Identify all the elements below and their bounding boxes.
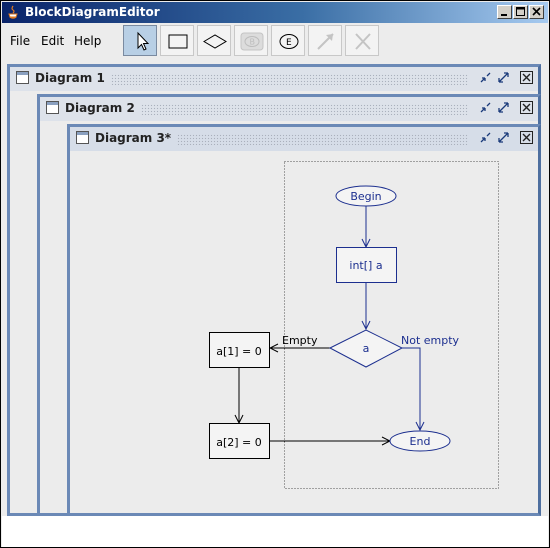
- diamond-tool-button[interactable]: [197, 25, 231, 56]
- empty-branch-label: Empty: [282, 334, 318, 347]
- frame-icon: [76, 131, 89, 144]
- diagram-3-frame[interactable]: Diagram 3*: [67, 124, 541, 516]
- start-block-icon: B: [240, 32, 264, 51]
- condition-node[interactable]: a: [328, 329, 404, 368]
- desktop-pane: Diagram 1 Diagram 2 Diagram 3*: [4, 63, 545, 516]
- maximize-icon[interactable]: [497, 131, 510, 144]
- connector-not-empty[interactable]: [400, 347, 420, 430]
- status-area: [2, 516, 548, 547]
- diagram-2-titlebar[interactable]: Diagram 2: [40, 97, 538, 121]
- start-block-tool-button[interactable]: B: [234, 25, 268, 56]
- assign2-label: a[2] = 0: [216, 436, 262, 449]
- arrow-cursor-icon: [137, 31, 150, 51]
- select-tool-button[interactable]: [123, 25, 157, 56]
- iconify-icon[interactable]: [479, 101, 492, 114]
- assign2-node[interactable]: a[2] = 0: [209, 423, 270, 459]
- close-icon[interactable]: [520, 131, 533, 144]
- end-node[interactable]: End: [389, 430, 451, 452]
- end-label: End: [410, 435, 431, 448]
- delete-x-icon: [355, 33, 371, 50]
- close-icon[interactable]: [520, 101, 533, 114]
- maximize-button[interactable]: [513, 5, 528, 19]
- declaration-label: int[] a: [349, 259, 382, 272]
- diamond-icon: [203, 34, 227, 49]
- connector-arrow-icon: [317, 33, 334, 50]
- close-button[interactable]: [529, 5, 544, 19]
- flowchart: Begin int[] a a Empty Not empty: [209, 161, 499, 489]
- diagram-1-title: Diagram 1: [35, 71, 111, 85]
- menu-bar: File Edit Help B: [2, 23, 548, 59]
- menu-file[interactable]: File: [10, 34, 31, 48]
- svg-text:B: B: [250, 38, 256, 47]
- title-bar[interactable]: BlockDiagramEditor: [2, 2, 548, 23]
- iconify-icon[interactable]: [479, 131, 492, 144]
- maximize-icon[interactable]: [497, 101, 510, 114]
- begin-label: Begin: [350, 190, 381, 203]
- java-app-icon: [8, 5, 18, 19]
- condition-label: a: [363, 342, 370, 355]
- diagram-2-title: Diagram 2: [65, 101, 141, 115]
- minimize-button[interactable]: [497, 5, 512, 19]
- assign1-label: a[1] = 0: [216, 345, 262, 358]
- selection-box: [284, 161, 499, 489]
- close-icon[interactable]: [520, 71, 533, 84]
- rectangle-icon: [168, 34, 188, 49]
- frame-icon: [16, 71, 29, 84]
- svg-text:E: E: [286, 38, 292, 48]
- diagram-canvas[interactable]: Begin int[] a a Empty Not empty: [70, 151, 538, 513]
- begin-node[interactable]: Begin: [335, 185, 397, 207]
- iconify-icon[interactable]: [479, 71, 492, 84]
- frame-icon: [46, 101, 59, 114]
- rectangle-tool-button[interactable]: [160, 25, 194, 56]
- app-title: BlockDiagramEditor: [25, 5, 160, 19]
- end-block-tool-button[interactable]: E: [271, 25, 305, 56]
- menu-edit[interactable]: Edit: [41, 34, 65, 48]
- diagram-3-titlebar[interactable]: Diagram 3*: [70, 127, 538, 151]
- end-block-icon: E: [279, 34, 299, 49]
- assign1-node[interactable]: a[1] = 0: [209, 332, 270, 368]
- connector-tool-button[interactable]: [308, 25, 342, 56]
- delete-tool-button[interactable]: [345, 25, 379, 56]
- menu-help[interactable]: Help: [74, 34, 102, 48]
- diagram-1-titlebar[interactable]: Diagram 1: [10, 67, 538, 91]
- not-empty-branch-label: Not empty: [401, 334, 460, 347]
- diagram-3-title: Diagram 3*: [95, 131, 178, 145]
- declaration-node[interactable]: int[] a: [336, 247, 397, 283]
- maximize-icon[interactable]: [497, 71, 510, 84]
